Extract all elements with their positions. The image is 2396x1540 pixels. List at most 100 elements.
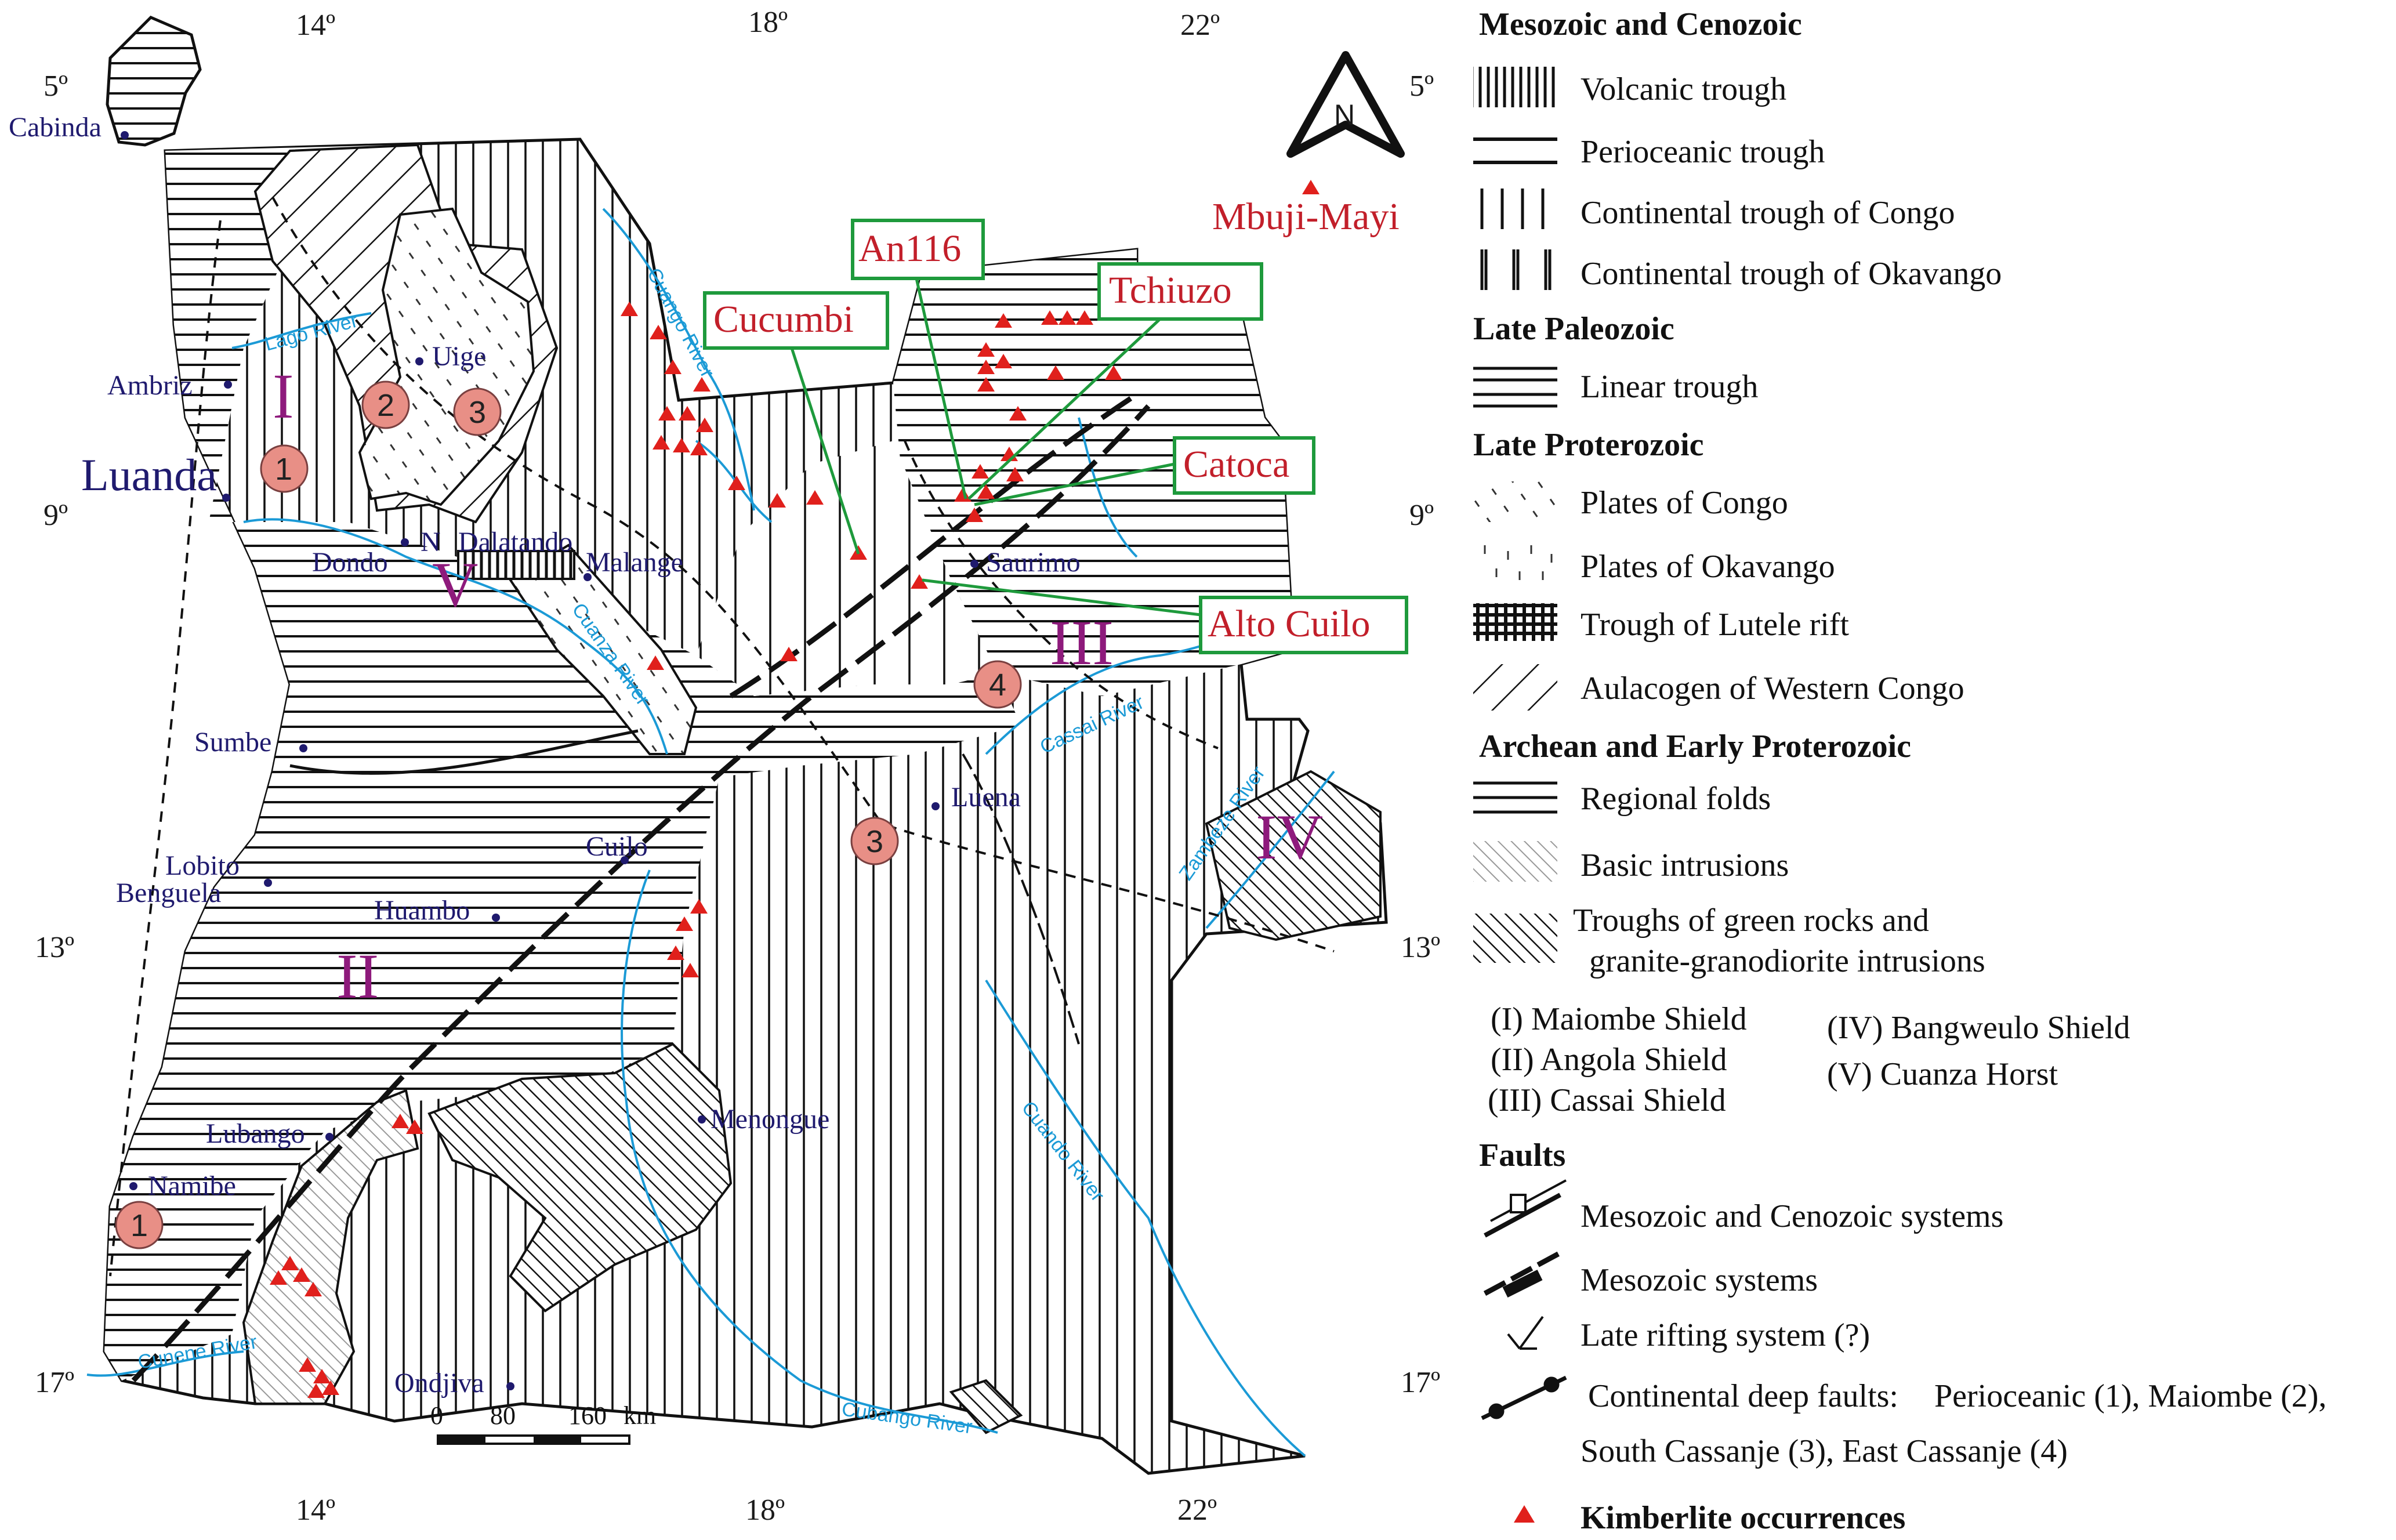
legend-shield-cassai: (III) Cassai Shield xyxy=(1488,1082,1726,1118)
legend-swatch-volcanic-trough xyxy=(1473,67,1557,107)
legend-swatch-late-rifting-fault xyxy=(1507,1316,1544,1350)
legend-shield-bangweulo: (IV) Bangweulo Shield xyxy=(1827,1010,2130,1046)
kimberlite-occurrences xyxy=(270,180,1320,1398)
rivers xyxy=(86,208,1335,1457)
legend-item-plates-of-okavango: Plates of Okavango xyxy=(1581,549,1835,585)
city-sumbe: Sumbe xyxy=(194,727,271,758)
scale-unit: km xyxy=(624,1401,656,1430)
legend-item-green-rocks-line2: granite-granodiorite intrusions xyxy=(1589,943,1985,979)
city-luanda: Luanda xyxy=(81,450,217,500)
city-uige: Uige xyxy=(432,341,486,372)
legend-swatch-continental-trough-okavango xyxy=(1480,249,1552,290)
legend-swatch-linear-trough xyxy=(1473,367,1557,408)
fault-number-3-north: 3 xyxy=(469,395,486,430)
shield-angola: II xyxy=(336,941,379,1012)
legend-shield-maiombe: (I) Maiombe Shield xyxy=(1491,1001,1747,1037)
north-arrow-letter: N xyxy=(1334,99,1355,131)
coord-right-9: 9º xyxy=(1409,499,1434,532)
legend-swatch-trough-lutele-rift xyxy=(1473,603,1557,641)
fault-number-1-south: 1 xyxy=(131,1208,148,1243)
legend-item-mesozoic-fault: Mesozoic systems xyxy=(1581,1262,1818,1298)
legend-item-continental-trough-okavango: Continental trough of Okavango xyxy=(1581,256,2002,292)
scale-tick-0: 0 xyxy=(430,1401,443,1430)
fault-number-markers: 1 2 3 1 3 4 xyxy=(115,381,1022,1249)
cabinda-enclave xyxy=(106,16,202,147)
coord-right-17: 17º xyxy=(1401,1366,1440,1399)
fault-number-2: 2 xyxy=(377,388,394,423)
city-n-marker: N xyxy=(421,527,441,557)
city-menongue: Menongue xyxy=(711,1104,829,1135)
city-labels: Cabinda Ambriz Luanda Uige Dondo N Dalat… xyxy=(9,112,1081,1398)
legend-swatch-mesozoic-fault xyxy=(1483,1251,1562,1298)
coord-bottom-22: 22º xyxy=(1177,1494,1217,1527)
legend-shield-angola: (II) Angola Shield xyxy=(1491,1042,1727,1078)
city-saurimo: Saurimo xyxy=(986,547,1081,578)
legend-item-perioceanic-trough: Perioceanic trough xyxy=(1581,134,1825,170)
shield-cassai: III xyxy=(1050,607,1114,678)
coord-left-9: 9º xyxy=(44,499,68,532)
fault-number-1-north: 1 xyxy=(275,452,292,487)
city-cuilo: Cuilo xyxy=(586,831,648,862)
legend-swatch-mesozoic-cenozoic-fault xyxy=(1484,1179,1567,1238)
city-lobito: Lobito xyxy=(165,850,240,881)
legend-item-trough-lutele-rift: Trough of Lutele rift xyxy=(1581,607,1849,643)
legend-swatch-green-rocks xyxy=(1473,914,1557,963)
city-benguela: Benguela xyxy=(116,878,221,908)
legend-shield-cuanza-horst: (V) Cuanza Horst xyxy=(1827,1056,2058,1092)
legend-swatch-plates-of-okavango xyxy=(1484,545,1553,580)
city-dalatando: Dalatando xyxy=(458,527,572,557)
legend-heading-late-proterozoic: Late Proterozoic xyxy=(1473,427,1704,463)
deposit-labels: Mbuji-Mayi An116 Cucumbi Tchiuzo Catoca … xyxy=(703,195,1408,654)
legend-swatch-basic-intrusions xyxy=(1473,841,1557,882)
coord-right-13: 13º xyxy=(1401,931,1440,964)
legend-swatch-continental-trough-congo xyxy=(1480,189,1545,229)
deposit-catoca: Catoca xyxy=(1183,443,1289,485)
city-namibe: Namibe xyxy=(148,1171,236,1201)
scale-bar: 0 80 160 km xyxy=(430,1401,656,1445)
troughs-green-rocks-south xyxy=(949,1379,1023,1434)
shield-bangweulo: IV xyxy=(1256,802,1323,872)
legend: Mesozoic and Cenozoic Volcanic trough Pe… xyxy=(1473,6,2326,1536)
troughs-green-rocks-central xyxy=(427,1042,733,1313)
coord-right-5: 5º xyxy=(1409,70,1434,103)
legend-item-regional-folds: Regional folds xyxy=(1581,781,1771,817)
legend-item-mesozoic-cenozoic-fault: Mesozoic and Cenozoic systems xyxy=(1581,1198,2003,1234)
coord-bottom-14: 14º xyxy=(296,1494,335,1527)
legend-heading-faults: Faults xyxy=(1479,1137,1565,1173)
legend-kimberlite-triangle xyxy=(1514,1505,1535,1523)
coord-top-14: 14º xyxy=(296,9,335,42)
legend-item-green-rocks-line1: Troughs of green rocks and xyxy=(1573,903,1929,939)
legend-item-deep-faults-list1: Perioceanic (1), Maiombe (2), xyxy=(1934,1378,2326,1414)
deposit-alto-cuilo: Alto Cuilo xyxy=(1208,603,1371,645)
fault-number-4: 4 xyxy=(989,668,1006,702)
coord-top-18: 18º xyxy=(748,6,788,39)
legend-swatch-perioceanic-trough xyxy=(1473,137,1557,164)
legend-item-kimberlite: Kimberlite occurrences xyxy=(1581,1500,1905,1536)
legend-heading-late-paleozoic: Late Paleozoic xyxy=(1473,311,1674,347)
coord-left-5: 5º xyxy=(44,70,68,103)
deposit-tchiuzo: Tchiuzo xyxy=(1109,269,1232,311)
legend-item-deep-faults-list2: South Cassanje (3), East Cassanje (4) xyxy=(1581,1433,2068,1469)
deposit-mbuji-mayi: Mbuji-Mayi xyxy=(1212,195,1400,238)
city-cabinda: Cabinda xyxy=(9,112,102,143)
legend-heading-mesozoic-cenozoic: Mesozoic and Cenozoic xyxy=(1479,6,1802,42)
legend-item-continental-trough-congo: Continental trough of Congo xyxy=(1581,195,1955,231)
north-arrow: N xyxy=(1286,51,1405,158)
city-dondo: Dondo xyxy=(312,547,388,578)
fault-number-3-south: 3 xyxy=(866,824,883,859)
regional-folds-west xyxy=(104,145,1021,1380)
legend-item-basic-intrusions: Basic intrusions xyxy=(1581,847,1789,883)
legend-heading-archean: Archean and Early Proterozoic xyxy=(1479,729,1911,764)
city-ambriz: Ambriz xyxy=(107,370,193,401)
legend-swatch-plates-of-congo xyxy=(1473,481,1557,522)
plates-of-okavango-central xyxy=(509,543,698,755)
coord-left-13: 13º xyxy=(35,931,74,964)
coord-bottom-18: 18º xyxy=(745,1494,785,1527)
troughs-green-rocks-east xyxy=(1205,770,1382,941)
city-lubango: Lubango xyxy=(206,1118,305,1149)
coord-top-22: 22º xyxy=(1180,9,1220,42)
coordinate-labels: 14º 18º 22º 14º 18º 22º 5º 9º 13º 17º 5º… xyxy=(35,6,1440,1527)
deposit-an116: An116 xyxy=(858,227,961,270)
shield-cuanza-horst: V xyxy=(432,549,478,620)
